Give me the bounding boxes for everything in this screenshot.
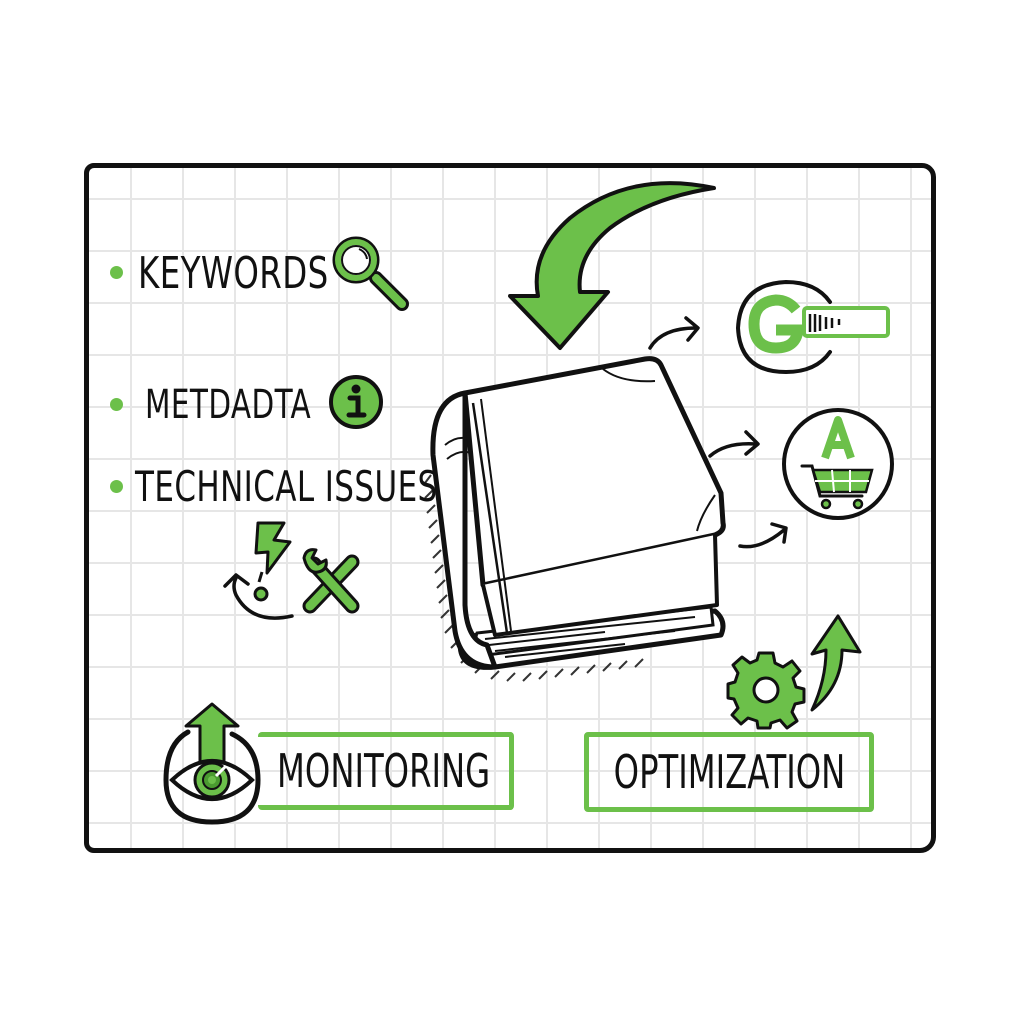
app-store-cart-icon [782, 408, 894, 520]
curved-down-arrow-icon [508, 181, 716, 350]
gear-icon [726, 651, 806, 730]
bullet-keywords [110, 266, 123, 279]
optimization-label: OPTIMIZATION [613, 745, 845, 799]
bullet-metadata [110, 398, 123, 411]
book-icon [424, 356, 726, 682]
magnifying-glass-icon [332, 236, 409, 311]
optimization-label-box: OPTIMIZATION [584, 732, 874, 812]
label-technical-issues: TECHNICAL ISSUES [135, 462, 438, 511]
bullet-technical-issues [110, 480, 123, 493]
monitoring-label: MONITORING [276, 744, 491, 798]
wrench-cross-icon [302, 548, 360, 614]
info-icon [329, 375, 383, 429]
up-arrow-icon [810, 614, 862, 712]
lightning-warning-icon [223, 521, 294, 620]
eye-monitor-icon [163, 702, 261, 825]
arrow-to-google-icon [648, 316, 700, 350]
label-metadata: METDADTA [145, 382, 312, 428]
arrow-to-optimization-icon [738, 522, 788, 549]
arrow-to-appstore-icon [708, 430, 760, 458]
monitoring-label-box: MONITORING [258, 732, 514, 810]
google-search-bar-icon [735, 279, 890, 375]
label-keywords: KEYWORDS [138, 248, 329, 299]
